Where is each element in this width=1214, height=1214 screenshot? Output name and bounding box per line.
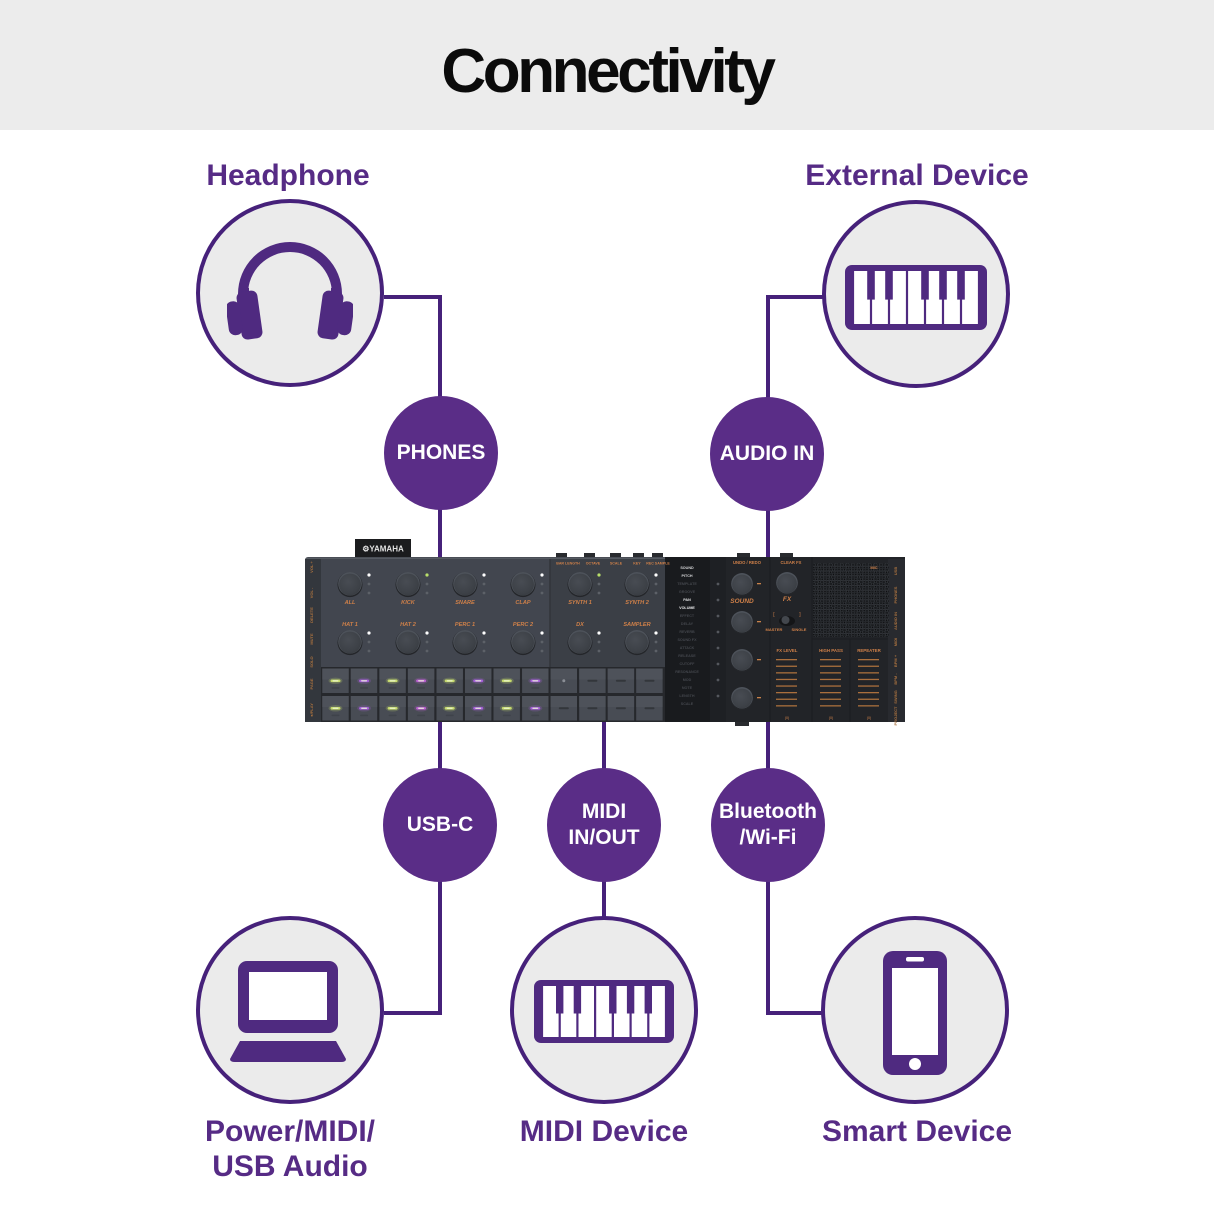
svg-text:FX: FX	[783, 596, 792, 603]
svg-text:MUTE: MUTE	[309, 633, 314, 645]
svg-text:OCTAVE: OCTAVE	[586, 562, 601, 566]
svg-text:SCALE: SCALE	[681, 702, 694, 706]
svg-text:(0): (0)	[785, 716, 789, 720]
svg-text:REC SAMPLE: REC SAMPLE	[646, 562, 670, 566]
svg-text:NOTE: NOTE	[682, 686, 693, 690]
svg-text:HIGH PASS: HIGH PASS	[819, 648, 843, 653]
svg-text:ALL: ALL	[344, 600, 356, 606]
svg-text:PAN: PAN	[683, 598, 691, 602]
svg-text:SCALE: SCALE	[610, 562, 623, 566]
svg-text:HAT 2: HAT 2	[400, 622, 417, 628]
svg-text:●/PLAY: ●/PLAY	[309, 703, 314, 717]
svg-text:MIC: MIC	[870, 565, 877, 570]
svg-text:KICK: KICK	[401, 600, 416, 606]
svg-text:CUTOFF: CUTOFF	[680, 662, 696, 666]
svg-text:SYNTH 2: SYNTH 2	[625, 600, 650, 606]
svg-text:CLEAR FX: CLEAR FX	[781, 560, 802, 565]
svg-text:DELAY: DELAY	[681, 622, 694, 626]
svg-text:SOUND FX: SOUND FX	[677, 638, 697, 642]
svg-text:REVERB: REVERB	[679, 630, 695, 634]
svg-text:PITCH: PITCH	[681, 574, 692, 578]
svg-text:(0): (0)	[829, 716, 833, 720]
svg-text:MOD: MOD	[683, 678, 692, 682]
svg-text:BPM -: BPM -	[893, 673, 898, 685]
svg-text:KEY: KEY	[633, 562, 641, 566]
svg-text:(0): (0)	[867, 716, 871, 720]
svg-text:CLAP: CLAP	[515, 600, 530, 606]
svg-text:SOUND: SOUND	[730, 598, 754, 605]
svg-text:GROOVE: GROOVE	[679, 590, 696, 594]
svg-text:BAR LENGTH: BAR LENGTH	[556, 562, 580, 566]
svg-text:⚙YAMAHA: ⚙YAMAHA	[362, 545, 404, 554]
svg-text:VOL -: VOL -	[309, 587, 314, 598]
svg-text:MIDI: MIDI	[893, 638, 898, 646]
svg-text:[: [	[773, 612, 775, 618]
svg-text:DX: DX	[576, 622, 585, 628]
svg-text:VOLUME: VOLUME	[679, 606, 695, 610]
svg-text:ATTACK: ATTACK	[680, 646, 695, 650]
svg-text:RESONANCE: RESONANCE	[675, 670, 699, 674]
svg-text:SYNTH 1: SYNTH 1	[568, 600, 592, 606]
svg-text:HAT 1: HAT 1	[342, 622, 358, 628]
svg-text:FX LEVEL: FX LEVEL	[777, 648, 798, 653]
svg-text:SOLO: SOLO	[309, 656, 314, 667]
svg-text:PERC 2: PERC 2	[513, 622, 534, 628]
svg-text:PHONES: PHONES	[893, 586, 898, 603]
svg-text:REPEATER: REPEATER	[857, 648, 881, 653]
svg-text:PROJECT: PROJECT	[893, 706, 898, 725]
svg-text:]: ]	[799, 612, 801, 618]
svg-text:UNDO / REDO: UNDO / REDO	[733, 560, 762, 565]
svg-text:VOL +: VOL +	[309, 561, 314, 573]
svg-text:DELETE: DELETE	[309, 607, 314, 623]
svg-text:PERC 1: PERC 1	[455, 622, 475, 628]
svg-text:SOUND: SOUND	[680, 566, 694, 570]
svg-text:TEMPLATE: TEMPLATE	[677, 582, 697, 586]
svg-text:SWING: SWING	[893, 690, 898, 704]
svg-text:SINGLE: SINGLE	[792, 627, 807, 632]
svg-text:BPM +: BPM +	[893, 654, 898, 667]
svg-text:SNARE: SNARE	[455, 600, 475, 606]
svg-text:EFFECT: EFFECT	[680, 614, 695, 618]
svg-text:USB: USB	[893, 567, 898, 576]
svg-text:AUDIO IN: AUDIO IN	[893, 612, 898, 630]
svg-text:MASTER: MASTER	[766, 627, 783, 632]
svg-text:SAMPLER: SAMPLER	[623, 622, 650, 628]
svg-text:LENGTH: LENGTH	[679, 694, 694, 698]
svg-text:PAGE: PAGE	[309, 678, 314, 689]
svg-text:RELEASE: RELEASE	[678, 654, 696, 658]
